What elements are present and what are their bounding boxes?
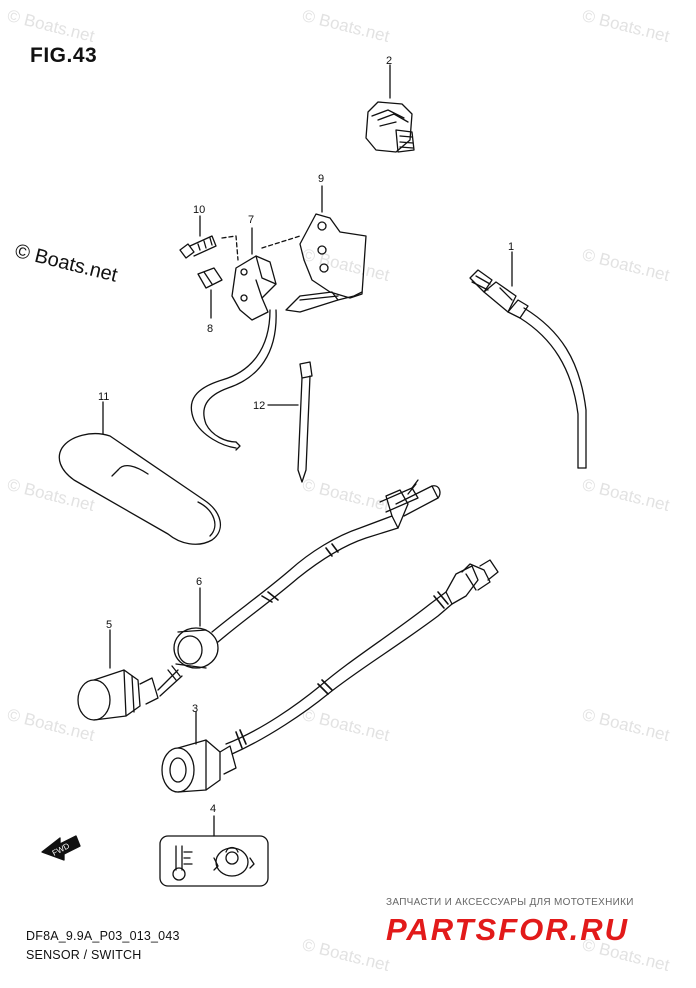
part-11-protector-tube [58, 401, 222, 545]
part-6-grommet [173, 587, 219, 669]
part-1-temp-sensor [469, 251, 587, 469]
callout-12: 12 [253, 400, 265, 412]
callout-2: 2 [386, 55, 392, 67]
callout-9: 9 [318, 173, 324, 185]
part-8-collar [197, 267, 223, 319]
part-5-switch-plug [77, 629, 183, 721]
harness-second [225, 559, 499, 755]
fwd-arrow-icon [41, 835, 81, 861]
callout-4: 4 [210, 803, 216, 815]
part-3-indicator [161, 711, 237, 793]
part-10-bolt [179, 215, 239, 261]
part-12-cable-tie [267, 361, 313, 483]
part-2-sensor-switch [365, 64, 415, 153]
callout-11: 11 [98, 391, 109, 403]
callout-5: 5 [106, 619, 112, 631]
callout-6: 6 [196, 576, 202, 588]
figure-title: FIG.43 [30, 44, 98, 67]
callout-1: 1 [508, 241, 514, 253]
callout-3: 3 [192, 703, 198, 715]
callout-labels: 1 2 3 4 5 6 7 8 9 10 11 12 FWD [51, 55, 514, 858]
figure-code: DF8A_9.9A_P03_013_043 [26, 929, 180, 943]
figure-caption: SENSOR / SWITCH [26, 948, 142, 962]
shop-tagline: ЗАПЧАСТИ И АКСЕССУАРЫ ДЛЯ МОТОТЕХНИКИ [386, 897, 634, 908]
callout-7: 7 [248, 214, 254, 226]
part-9-bracket [261, 185, 367, 313]
callout-8: 8 [207, 323, 213, 335]
shop-logo[interactable]: PARTSFOR.RU [386, 912, 630, 947]
callout-10: 10 [193, 204, 205, 216]
harness-main [211, 479, 441, 643]
part-4-label-plate [159, 815, 269, 887]
part-7-switch [190, 227, 277, 451]
